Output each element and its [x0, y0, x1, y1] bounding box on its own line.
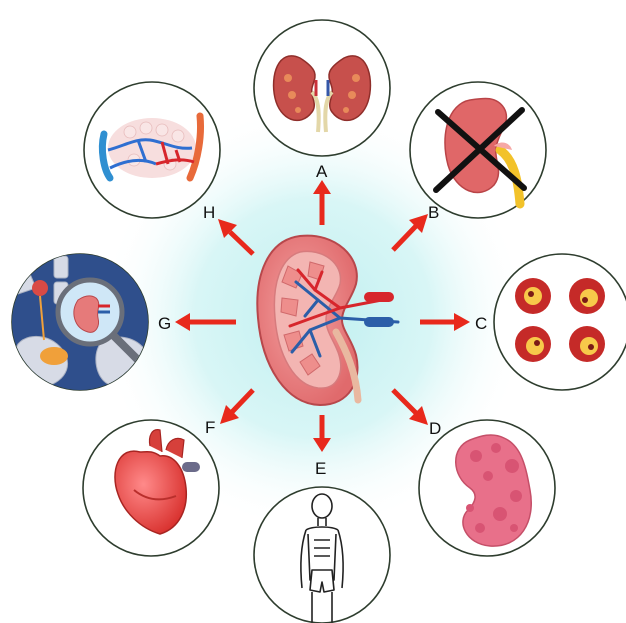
label-g: G — [158, 314, 171, 333]
label-f: F — [205, 418, 215, 437]
label-c: C — [475, 314, 487, 333]
label-b: B — [428, 203, 439, 222]
label-e: E — [315, 459, 326, 478]
label-h: H — [203, 203, 215, 222]
label-d: D — [429, 419, 441, 438]
label-a: A — [316, 162, 328, 181]
